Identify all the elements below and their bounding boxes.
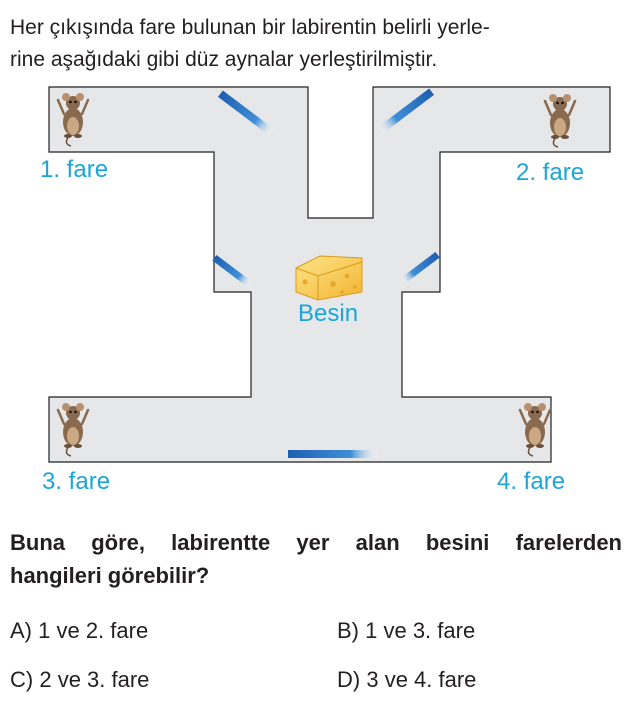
- option-d-text: 3 ve 4. fare: [366, 667, 477, 692]
- option-a-key: A): [10, 618, 32, 643]
- question-line-1: Buna göre, labirentte yer alan besini fa…: [10, 530, 622, 555]
- option-c-key: C): [10, 667, 34, 692]
- cheese-icon: [295, 255, 363, 301]
- option-a-text: 1 ve 2. fare: [38, 618, 149, 643]
- option-d[interactable]: D) 3 ve 4. fare: [337, 667, 476, 693]
- mirror-top-right: [378, 88, 434, 134]
- mouse-label-2: 2. fare: [516, 159, 585, 186]
- mouse-label-4: 4. fare: [497, 468, 566, 495]
- mirror-middle-left: [212, 254, 252, 288]
- option-a[interactable]: A) 1 ve 2. fare: [10, 618, 148, 644]
- mouse-label-1: 1. fare: [40, 156, 109, 183]
- mirror-top-left: [218, 90, 274, 136]
- question-line-2: hangileri görebilir?: [10, 563, 210, 588]
- intro-text: Her çıkışında fare bulunan bir labirenti…: [10, 12, 622, 76]
- option-c-text: 2 ve 3. fare: [39, 667, 150, 692]
- option-d-key: D): [337, 667, 361, 692]
- intro-line-1: Her çıkışında fare bulunan bir labirenti…: [10, 16, 490, 39]
- mirror-bottom: [288, 450, 378, 458]
- option-b-text: 1 ve 3. fare: [365, 618, 476, 643]
- question-text: Buna göre, labirentte yer alan besini fa…: [10, 526, 622, 592]
- food-label: Besin: [298, 300, 359, 327]
- mirror-middle-right: [400, 251, 440, 285]
- mouse-label-3: 3. fare: [42, 468, 111, 495]
- option-b[interactable]: B) 1 ve 3. fare: [337, 618, 475, 644]
- intro-line-2: rine aşağıdaki gibi düz aynalar yerleşti…: [10, 48, 438, 71]
- option-b-key: B): [337, 618, 359, 643]
- option-c[interactable]: C) 2 ve 3. fare: [10, 667, 149, 693]
